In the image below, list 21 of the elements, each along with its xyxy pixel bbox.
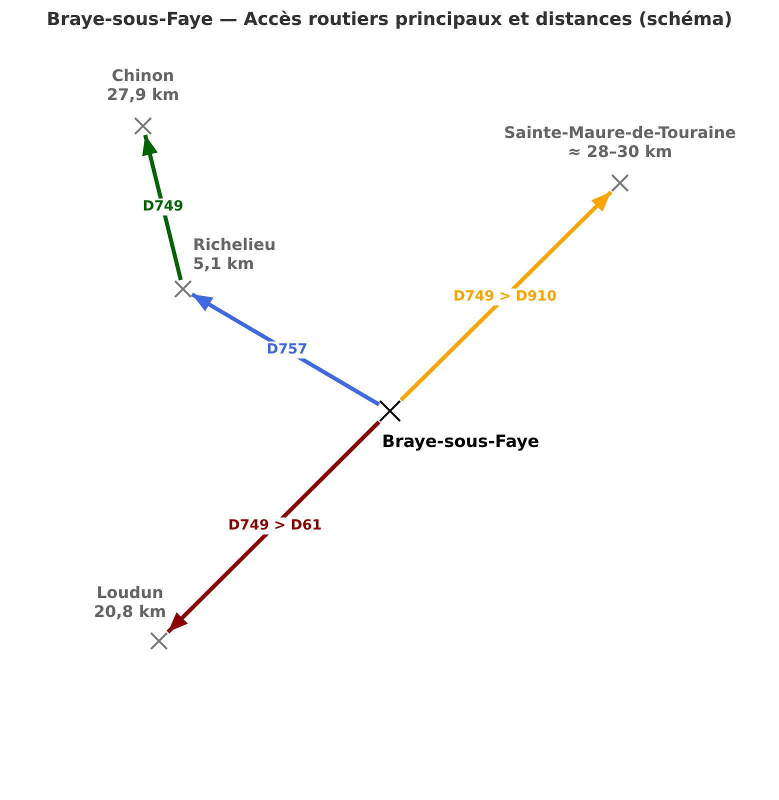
cross-marker-icon [134,117,152,135]
place-name: Richelieu [193,235,276,254]
road-label: D749 [140,198,186,216]
cross-marker-icon [379,400,401,422]
distance-label: 5,1 km [193,254,254,273]
road-arrow [166,420,380,634]
place-name: Sainte-Maure-de-Touraine [504,123,736,142]
road-arrow [400,190,612,402]
road-arrow [190,292,380,406]
distance-label: 27,9 km [106,85,180,104]
place-name: Braye-sous-Faye [382,433,540,452]
distance-label: ≈ 28–30 km [568,142,672,161]
distance-label: 20,8 km [94,602,166,621]
cross-marker-icon [174,280,192,298]
road-arrow [142,134,183,280]
cross-marker-icon [150,632,168,650]
road-label: D757 [264,342,310,358]
place-name: Loudun [96,583,164,602]
diagram-title: Braye-sous-Faye — Accès routiers principaux et distances (schéma) [46,9,732,31]
cross-marker-icon [611,174,629,192]
place-name: Chinon [112,66,174,85]
